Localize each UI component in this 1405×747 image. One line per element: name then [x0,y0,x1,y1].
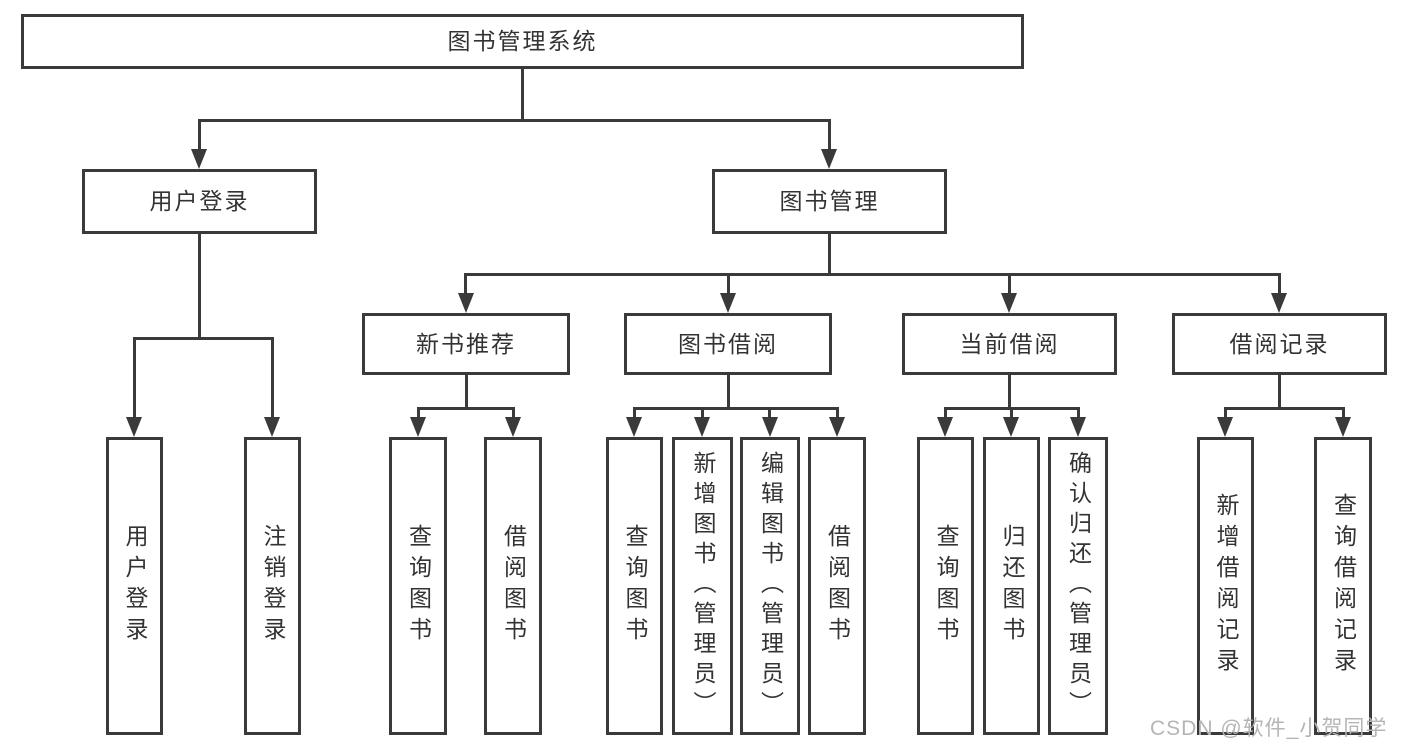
connector-bookmgmt-drop [828,234,831,273]
connector-root-branch [198,119,831,122]
leaf-cb-query-book: 查询图书 [917,437,974,735]
connector-stub-bb-add [701,407,704,417]
node-current-borrow-label: 当前借阅 [959,330,1060,357]
leaf-bb-add-book: 新增图书（管理员） [672,437,733,735]
leaf-user-login: 用户登录 [106,437,163,735]
connector-rec-drop [465,375,468,407]
leaf-cb-return-book: 归还图书 [983,437,1040,735]
connector-root-drop [521,69,524,120]
connector-stub-leaf-logout [271,337,274,417]
node-borrow-records: 借阅记录 [1172,313,1387,375]
leaf-br-query-record-label: 查询借阅记录 [1330,493,1357,679]
connector-stub-br-query [1342,407,1345,417]
connector-stub-br-add [1224,407,1227,417]
leaf-bb-edit-book-label: 编辑图书（管理员） [757,451,784,721]
connector-cb-drop [1008,375,1011,407]
connector-rec-branch [417,407,515,410]
arrow-to-leaf-logout [264,417,280,437]
arrow-to-book-borrow [720,293,736,313]
csdn-watermark: CSDN @软件_小贺同学 [1150,717,1388,740]
node-current-borrow: 当前借阅 [902,313,1117,375]
connector-bb-branch [633,407,839,410]
leaf-bb-borrow-book-label: 借阅图书 [824,524,851,648]
arrow-to-cb-query [937,417,953,437]
node-new-book-recommend: 新书推荐 [362,313,570,375]
connector-stub-bb-edit [768,407,771,417]
arrow-to-book-mgmt [821,149,837,169]
connector-bb-drop [727,375,730,407]
arrow-to-borrow-records [1271,293,1287,313]
connector-bookmgmt-branch [464,273,1281,276]
node-book-management-label: 图书管理 [779,188,880,214]
leaf-cb-query-book-label: 查询图书 [933,524,959,648]
arrow-to-leaf-login [126,417,142,437]
arrow-to-rec-query [410,417,426,437]
leaf-rec-query-book-label: 查询图书 [405,524,432,648]
arrow-to-cb-confirm [1070,417,1086,437]
connector-stub-bb-borrow [836,407,839,417]
leaf-br-query-record: 查询借阅记录 [1314,437,1372,735]
connector-stub-leaf-login [133,337,136,417]
leaf-br-add-record: 新增借阅记录 [1197,437,1254,735]
arrow-to-cb-return [1003,417,1019,437]
arrow-to-user-login [191,149,207,169]
connector-stub-cb-confirm [1077,407,1080,417]
node-borrow-records-label: 借阅记录 [1229,330,1330,357]
arrow-to-rec-borrow [505,417,521,437]
leaf-bb-borrow-book: 借阅图书 [808,437,866,735]
node-book-borrow: 图书借阅 [624,313,832,375]
connector-stub-book-mgmt [828,119,831,149]
node-user-login-label: 用户登录 [149,188,250,214]
node-root: 图书管理系统 [21,14,1024,69]
connector-stub-new-book-rec [464,273,467,293]
node-new-book-recommend-label: 新书推荐 [416,330,516,357]
connector-stub-user-login [198,119,201,149]
arrow-to-br-query [1335,417,1351,437]
arrow-to-bb-query [626,417,642,437]
connector-stub-cb-return [1010,407,1013,417]
leaf-logout-label: 注销登录 [260,524,286,648]
connector-userlogin-drop [198,234,201,337]
leaf-br-add-record-label: 新增借阅记录 [1213,493,1239,679]
leaf-cb-return-book-label: 归还图书 [999,524,1025,648]
leaf-cb-confirm-return: 确认归还（管理员） [1048,437,1108,735]
arrow-to-bb-edit [762,417,778,437]
connector-br-branch [1224,407,1345,410]
connector-stub-rec-borrow [512,407,515,417]
leaf-rec-borrow-book-label: 借阅图书 [500,524,527,648]
node-user-login: 用户登录 [82,169,317,234]
leaf-bb-query-book-label: 查询图书 [622,524,648,648]
connector-stub-bb-query [633,407,636,417]
arrow-to-bb-borrow [829,417,845,437]
node-book-borrow-label: 图书借阅 [678,330,778,357]
connector-stub-cb-query [944,407,947,417]
arrow-to-current-borrow [1001,293,1017,313]
leaf-bb-edit-book: 编辑图书（管理员） [740,437,800,735]
leaf-cb-confirm-return-label: 确认归还（管理员） [1065,451,1092,721]
leaf-bb-add-book-label: 新增图书（管理员） [690,451,716,721]
connector-stub-borrow-records [1278,273,1281,293]
node-book-management: 图书管理 [712,169,947,234]
leaf-user-login-label: 用户登录 [122,524,148,648]
leaf-bb-query-book: 查询图书 [606,437,663,735]
connector-stub-rec-query [417,407,420,417]
leaf-rec-query-book: 查询图书 [389,437,447,735]
connector-br-drop [1278,375,1281,407]
arrow-to-new-book-rec [458,293,474,313]
connector-stub-book-borrow [727,273,730,293]
leaf-logout: 注销登录 [244,437,301,735]
node-root-label: 图书管理系统 [447,28,598,54]
arrow-to-bb-add [694,417,710,437]
connector-userlogin-branch [133,337,274,340]
arrow-to-br-add [1217,417,1233,437]
leaf-rec-borrow-book: 借阅图书 [484,437,542,735]
connector-stub-current-borrow [1008,273,1011,293]
